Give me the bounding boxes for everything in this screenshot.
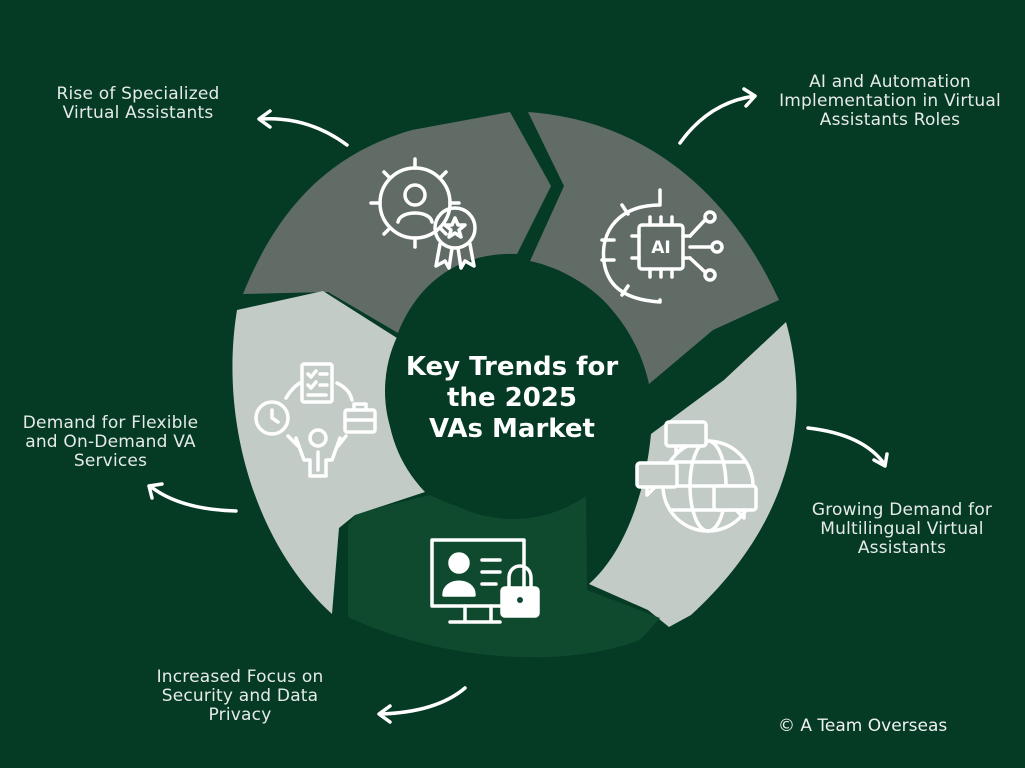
trend-label-flexible: Demand for Flexible and On-Demand VA Ser…	[22, 413, 199, 471]
copyright-text: © A Team Overseas	[778, 716, 948, 736]
trend-label-multilingual: Growing Demand for Multilingual Virtual …	[811, 500, 993, 558]
globe-chat-icon	[635, 420, 758, 533]
segment-security	[348, 488, 660, 658]
arrow-multilingual	[806, 426, 889, 468]
trend-label-security: Increased Focus on Security and Data Pri…	[156, 667, 324, 725]
ai-chip-gear-icon	[600, 188, 724, 304]
lock-keyhole	[517, 597, 523, 603]
arrow-flexible	[147, 482, 238, 513]
trend-label-specialized: Rise of Specialized Virtual Assistants	[56, 84, 220, 123]
arrow-ai-automation	[678, 87, 757, 145]
segment-ai-automation	[528, 112, 779, 384]
segment-flexible	[232, 291, 425, 614]
ai-chip-label: AI	[651, 238, 670, 258]
center-circle	[385, 263, 641, 519]
flexible-work-icon	[254, 362, 377, 478]
segment-multilingual	[589, 322, 797, 627]
gear-person-award-icon	[369, 157, 477, 270]
trend-label-ai-automation: AI and Automation Implementation in Virt…	[779, 72, 1001, 130]
arrow-specialized	[257, 109, 349, 147]
arrow-security	[377, 686, 467, 724]
center-title: Key Trends for the 2025 VAs Market	[405, 352, 619, 444]
